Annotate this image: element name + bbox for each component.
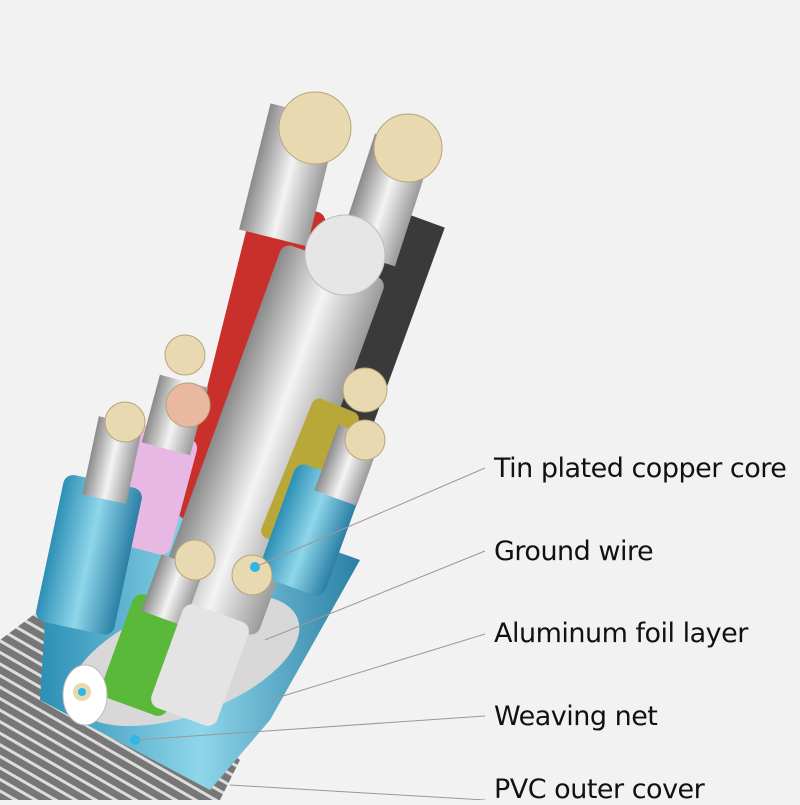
leader-line-pvc [229, 784, 486, 800]
leader-line-ground-wire [264, 550, 486, 641]
label-pvc-outer-cover: PVC outer cover [494, 774, 705, 805]
leader-line-weaving-net [134, 715, 486, 741]
label-aluminum-foil-layer: Aluminum foil layer [494, 618, 748, 649]
small-white-wire [151, 554, 273, 726]
leader-line-tin-core [254, 467, 486, 568]
white-wire [156, 214, 386, 635]
left-foil-wire [36, 401, 146, 635]
leader-line-foil [269, 633, 486, 701]
leader-lines [134, 467, 486, 800]
label-ground-wire: Ground wire [494, 536, 654, 567]
label-tin-plated-copper-core: Tin plated copper core [494, 453, 787, 484]
ground-wire-end [62, 664, 140, 745]
blue-wire [259, 419, 386, 596]
label-weaving-net: Weaving net [494, 701, 658, 732]
